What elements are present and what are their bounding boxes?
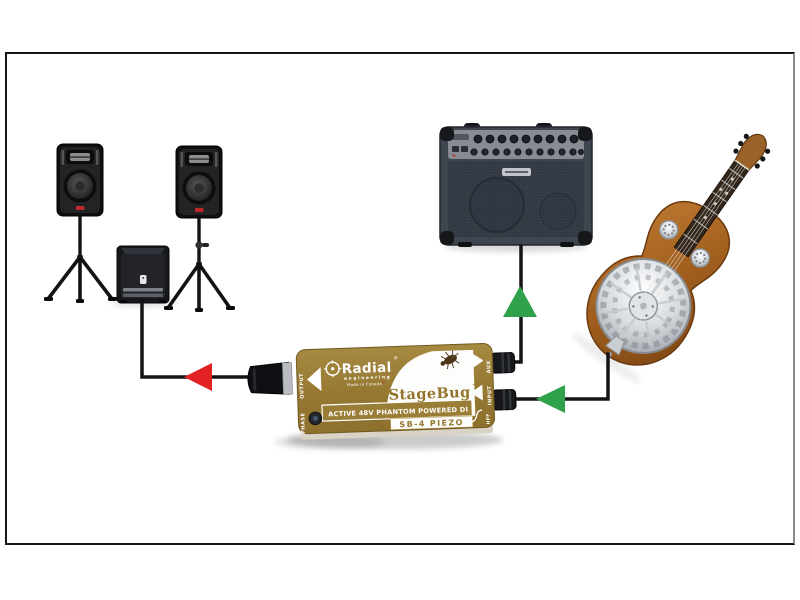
amp-corner-cap bbox=[440, 231, 454, 245]
di-brand-text: Radial bbox=[341, 360, 391, 378]
guitar-sound-screen bbox=[659, 220, 679, 240]
subwoofer-monitor bbox=[111, 245, 175, 307]
input-jack bbox=[491, 389, 517, 411]
di-aux-label: AUX bbox=[486, 360, 492, 373]
amp-power-led bbox=[452, 154, 456, 157]
input-arrow-icon bbox=[470, 384, 483, 401]
di-phase-label: PHASE bbox=[300, 412, 307, 434]
amp-corner-cap bbox=[578, 231, 592, 245]
arrow-red-to-pa bbox=[184, 363, 212, 391]
cable-di-to-pa bbox=[140, 298, 253, 379]
speaker-stand bbox=[44, 216, 117, 303]
aux-jack bbox=[489, 352, 516, 374]
amp-foot bbox=[458, 242, 472, 247]
di-box: ACTIVE 48V PHANTOM POWERED DI SB-4 PIEZO… bbox=[247, 342, 517, 440]
di-origin-text: Made in Canada bbox=[347, 381, 382, 387]
arrow-green-to-input bbox=[536, 385, 565, 413]
speaker-logo-badge bbox=[195, 208, 204, 212]
guitar-strings bbox=[617, 163, 745, 340]
pa-speaker-left bbox=[44, 143, 117, 303]
di-hpf-label: HPF bbox=[485, 413, 491, 424]
di-input-label: INPUT bbox=[487, 385, 494, 405]
amp-foot bbox=[560, 242, 574, 247]
xlr-connector bbox=[247, 361, 293, 395]
output-arrow-icon bbox=[307, 367, 322, 392]
guitar-sound-screen bbox=[690, 248, 710, 268]
guitar-frets bbox=[683, 168, 744, 245]
hpf-curve-icon bbox=[470, 409, 483, 423]
di-product-tm: ™ bbox=[472, 383, 476, 388]
amp-knobs-row2 bbox=[470, 148, 584, 156]
speaker-logo-badge bbox=[76, 206, 85, 210]
speaker-stand bbox=[164, 218, 235, 312]
radial-logo: Radial ® engineering Made in Canada bbox=[324, 354, 398, 387]
guitar bbox=[572, 133, 771, 384]
amp-knobs-row1 bbox=[473, 134, 579, 144]
amplifier bbox=[439, 123, 593, 252]
guitar-tuners bbox=[733, 133, 771, 169]
di-brand-registered: ® bbox=[393, 354, 398, 361]
di-brand-sub: engineering bbox=[344, 374, 392, 382]
di-model-text: SB-4 PIEZO bbox=[399, 418, 464, 429]
di-output-label: OUTPUT bbox=[299, 373, 306, 399]
aux-arrow-icon bbox=[471, 352, 484, 369]
pa-speaker-right bbox=[164, 145, 235, 312]
fly-icon bbox=[440, 350, 460, 370]
guitar-tailpiece bbox=[605, 335, 626, 356]
di-product-name: StageBug bbox=[388, 384, 471, 404]
amp-corner-cap bbox=[440, 127, 454, 141]
amp-corner-cap bbox=[578, 127, 592, 141]
maple-leaf-icon bbox=[381, 380, 386, 384]
guitar-headstock bbox=[733, 133, 771, 171]
arrow-green-to-amp bbox=[503, 286, 537, 317]
sub-logo bbox=[140, 275, 147, 284]
